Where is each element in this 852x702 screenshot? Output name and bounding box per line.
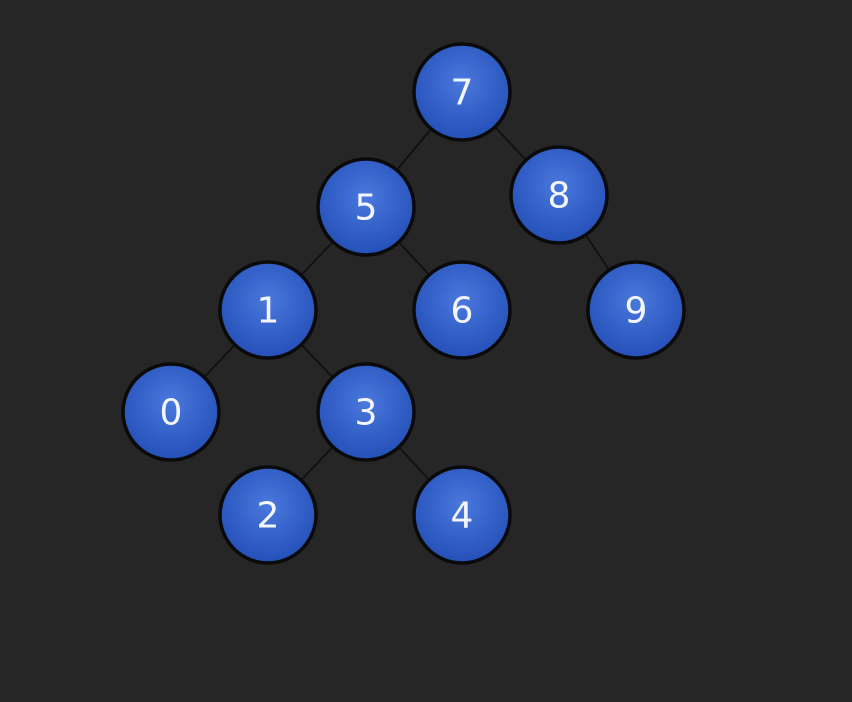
node-label: 6 (451, 291, 474, 332)
node-circle (218, 260, 318, 360)
node-circle (509, 145, 609, 245)
tree-node-0: 0 (121, 362, 221, 462)
node-circle (412, 260, 512, 360)
tree-node-7: 7 (412, 42, 512, 142)
node-label: 7 (451, 73, 474, 114)
tree-node-6: 6 (412, 260, 512, 360)
node-circle (121, 362, 221, 462)
node-label: 1 (257, 291, 280, 332)
node-circle (412, 42, 512, 142)
tree-node-2: 2 (218, 465, 318, 565)
node-label: 9 (625, 291, 648, 332)
tree-nodes: 7 5 8 1 6 9 0 3 2 4 (121, 42, 686, 565)
node-label: 2 (257, 496, 280, 537)
tree-node-9: 9 (586, 260, 686, 360)
node-circle (586, 260, 686, 360)
node-circle (218, 465, 318, 565)
node-circle (316, 362, 416, 462)
tree-node-3: 3 (316, 362, 416, 462)
tree-node-8: 8 (509, 145, 609, 245)
tree-node-5: 5 (316, 157, 416, 257)
tree-node-1: 1 (218, 260, 318, 360)
node-label: 4 (451, 496, 474, 537)
node-circle (412, 465, 512, 565)
node-circle (316, 157, 416, 257)
node-label: 0 (160, 393, 183, 434)
tree-node-4: 4 (412, 465, 512, 565)
node-label: 3 (355, 393, 378, 434)
node-label: 8 (548, 176, 571, 217)
node-label: 5 (355, 188, 378, 229)
